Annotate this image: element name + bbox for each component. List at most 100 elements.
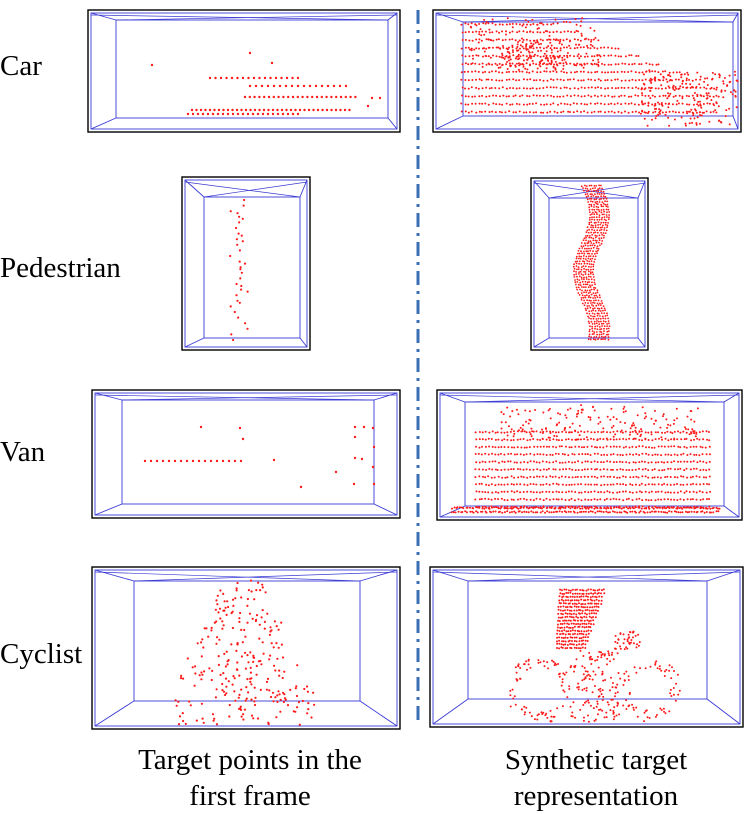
van-synthetic-point-584 <box>686 483 689 486</box>
pedestrian-synthetic-point-54 <box>587 201 590 203</box>
car-synthetic-point-141 <box>582 46 585 49</box>
cyclist-first-frame-point-250 <box>246 678 249 681</box>
van-synthetic-point-434 <box>679 467 682 470</box>
cyclist-synthetic-point-167 <box>577 616 579 619</box>
pedestrian-synthetic-point-61 <box>604 200 606 203</box>
car-first-frame-point-103 <box>216 112 220 116</box>
cyclist-synthetic-point-282 <box>578 640 581 643</box>
van-synthetic-point-339 <box>612 461 615 464</box>
panel-cyclist-first-frame-wire-edge-bl <box>94 700 135 727</box>
van-synthetic-point-15 <box>523 430 526 433</box>
panel-pedestrian-first-frame-wire-diag-a <box>184 181 301 198</box>
cyclist-synthetic-point-302 <box>558 647 561 650</box>
car-first-frame-point-15 <box>274 76 278 80</box>
car-synthetic-point-206 <box>464 62 467 65</box>
car-synthetic-point-960 <box>654 104 657 107</box>
car-first-frame-point-33 <box>326 84 330 88</box>
van-synthetic-point-968 <box>589 418 592 421</box>
car-synthetic-point-705 <box>487 46 490 49</box>
cyclist-first-frame-point-117 <box>244 635 247 638</box>
pedestrian-synthetic-point-465 <box>602 317 605 320</box>
van-synthetic-point-1028 <box>559 507 562 510</box>
cyclist-first-frame-point-62 <box>277 690 280 693</box>
cyclist-synthetic-point-115 <box>586 606 589 609</box>
van-synthetic-point-47 <box>624 430 627 433</box>
van-synthetic-point-334 <box>596 461 599 463</box>
car-synthetic-point-630 <box>467 111 470 114</box>
van-synthetic-point-447 <box>484 476 487 479</box>
van-synthetic-point-885 <box>528 410 531 413</box>
van-synthetic-point-617 <box>555 490 558 493</box>
car-synthetic-point-447 <box>620 86 623 89</box>
van-synthetic-point-534 <box>526 484 529 487</box>
cyclist-synthetic-point-158 <box>557 616 560 619</box>
car-synthetic-point-283 <box>525 71 528 74</box>
car-synthetic-point-482 <box>481 94 484 97</box>
car-synthetic-point-762 <box>484 54 487 57</box>
van-synthetic-point-891 <box>644 437 647 440</box>
van-synthetic-point-417 <box>625 469 628 471</box>
cyclist-synthetic-point-52 <box>580 595 583 598</box>
cyclist-first-frame-point-148 <box>252 654 255 657</box>
van-synthetic-point-953 <box>612 425 615 427</box>
cyclist-synthetic-point-257 <box>556 636 559 639</box>
car-synthetic-point-1083 <box>522 63 525 66</box>
car-synthetic-point-134 <box>559 47 562 50</box>
pedestrian-synthetic-point-347 <box>586 283 589 286</box>
car-synthetic-point-147 <box>603 46 606 49</box>
car-synthetic-point-124 <box>525 47 528 50</box>
panel-car-first-frame-wire-outer <box>90 12 398 130</box>
cyclist-synthetic-point-251 <box>576 633 579 636</box>
car-synthetic-point-898 <box>715 101 718 104</box>
car-synthetic-point-534 <box>658 95 661 98</box>
van-synthetic-point-92 <box>532 438 535 440</box>
van-synthetic-point-648 <box>654 491 657 493</box>
van-synthetic-point-1024 <box>550 507 553 509</box>
cyclist-synthetic-point-370 <box>627 675 630 678</box>
cyclist-synthetic-point-12 <box>585 589 588 592</box>
van-synthetic-point-429 <box>663 468 666 471</box>
cyclist-synthetic-point-605 <box>614 640 617 643</box>
van-synthetic-point-850 <box>581 408 584 411</box>
van-synthetic-point-1141 <box>521 511 524 514</box>
van-synthetic-point-338 <box>609 460 612 463</box>
van-synthetic-point-510 <box>686 476 689 479</box>
van-synthetic-point-570 <box>640 482 643 485</box>
car-synthetic-point-659 <box>567 110 570 113</box>
van-synthetic-point-842 <box>609 418 612 421</box>
car-synthetic-point-743 <box>487 38 490 41</box>
cyclist-synthetic-point-289 <box>560 643 563 646</box>
van-synthetic-point-588 <box>699 483 702 486</box>
cyclist-first-frame-point-214 <box>236 668 239 672</box>
car-synthetic-point-1034 <box>550 51 553 54</box>
cyclist-first-frame-point-84 <box>275 642 278 645</box>
pedestrian-synthetic-point-450 <box>587 315 589 318</box>
van-synthetic-point-1013 <box>528 506 531 509</box>
pedestrian-synthetic-point-499 <box>599 328 601 331</box>
van-synthetic-point-931 <box>541 437 544 440</box>
car-synthetic-point-361 <box>569 78 572 81</box>
cyclist-synthetic-point-541 <box>613 706 616 709</box>
van-synthetic-point-406 <box>590 468 593 470</box>
pedestrian-synthetic-point-205 <box>598 241 600 244</box>
cyclist-synthetic-point-132 <box>581 609 584 612</box>
cyclist-first-frame-point-228 <box>313 703 316 706</box>
car-synthetic-point-353 <box>542 79 545 82</box>
van-synthetic-point-253 <box>573 453 576 456</box>
cyclist-synthetic-point-255 <box>585 633 588 636</box>
cyclist-first-frame-point-212 <box>233 677 236 680</box>
van-synthetic-point-730 <box>679 498 682 501</box>
van-synthetic-point-921 <box>548 407 551 410</box>
car-first-frame-point-65 <box>208 108 212 112</box>
cyclist-first-frame-point-226 <box>263 627 266 630</box>
cyclist-synthetic-point-99 <box>595 602 598 605</box>
car-synthetic-point-1060 <box>501 64 504 67</box>
pedestrian-synthetic-point-528 <box>602 336 605 339</box>
van-synthetic-point-658 <box>685 490 688 493</box>
car-synthetic-point-596 <box>610 102 613 105</box>
car-synthetic-point-775 <box>483 33 486 36</box>
pedestrian-synthetic-point-64 <box>590 203 593 206</box>
pedestrian-synthetic-point-492 <box>603 325 606 327</box>
cyclist-synthetic-point-225 <box>589 626 592 629</box>
car-synthetic-point-817 <box>531 59 534 62</box>
